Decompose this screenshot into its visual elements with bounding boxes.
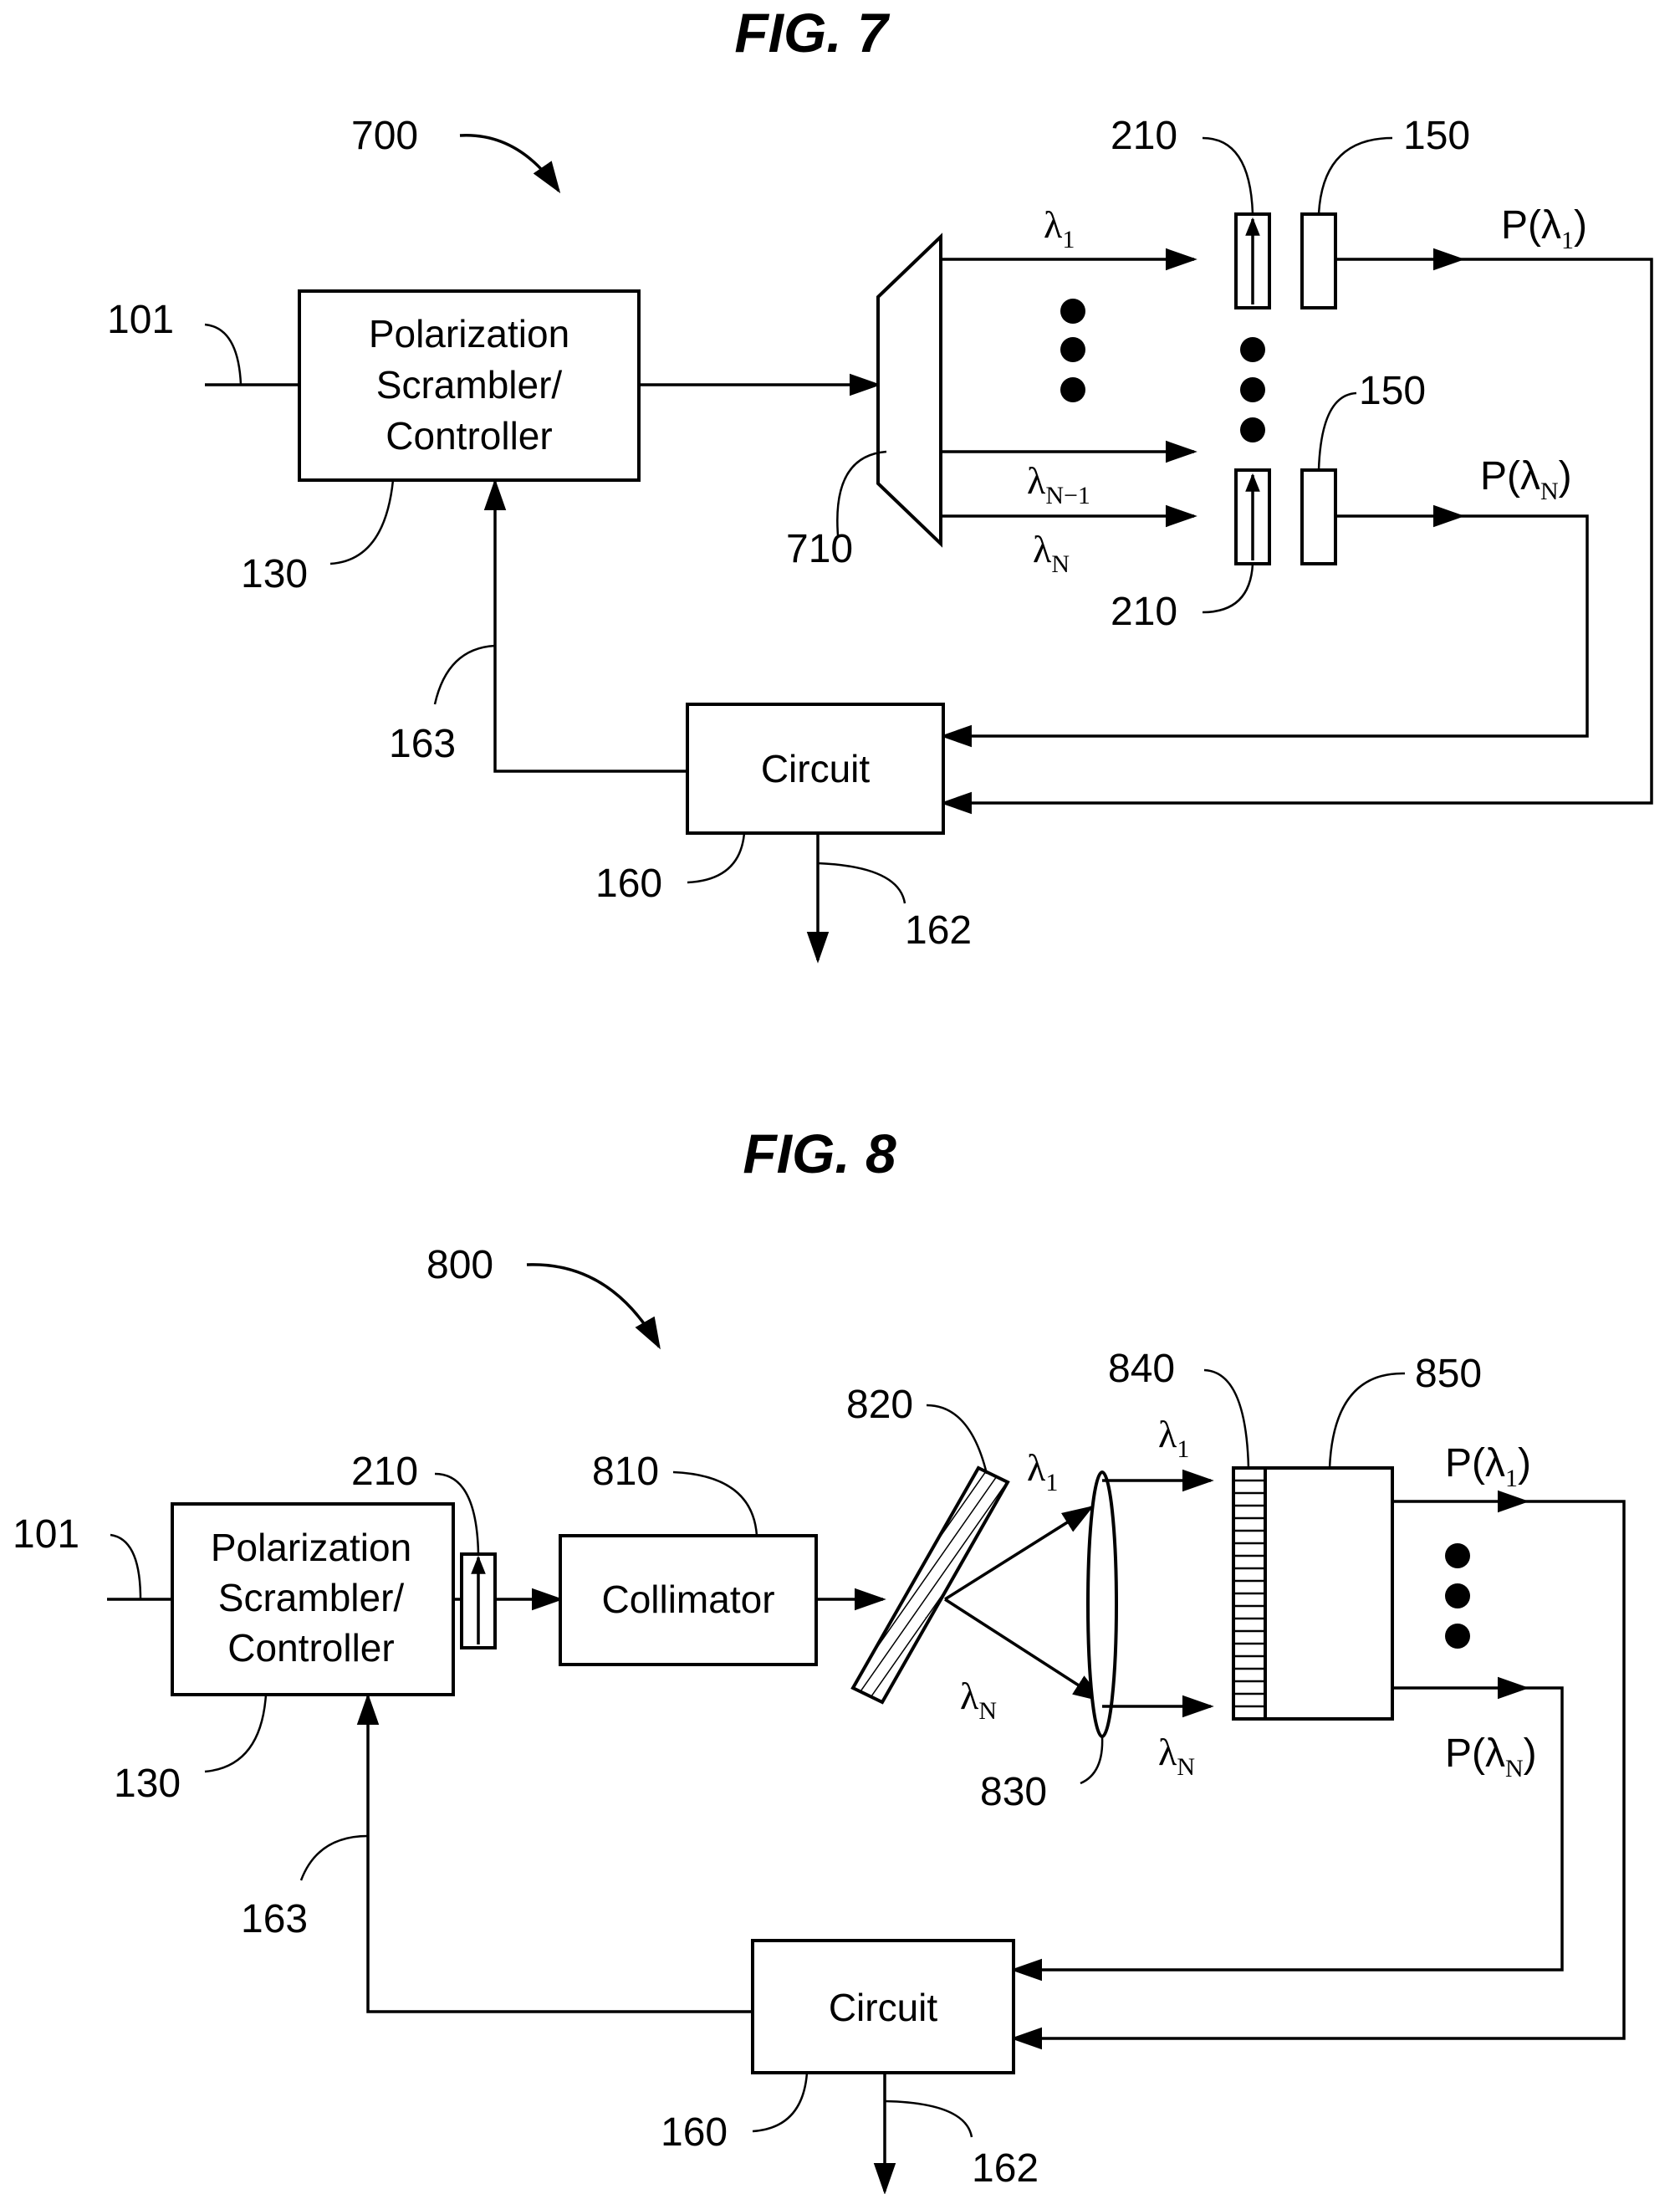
fig7-polarizer-bottom-ref: 210 [1111, 590, 1177, 634]
fig8-detector-ref: 850 [1415, 1352, 1482, 1396]
fig7-input-leader [205, 325, 241, 385]
fig8-input-leader [110, 1535, 140, 1599]
fig8-p1-label: P(λ1) [1445, 1441, 1531, 1492]
fig7-demux-ref: 710 [786, 527, 853, 571]
fig7-detector-bottom-ref: 150 [1359, 369, 1426, 413]
fig8-grating-ref: 820 [846, 1383, 913, 1427]
fig7-detector-top-ref: 150 [1403, 114, 1470, 158]
fig8-collimator-ref: 810 [592, 1450, 659, 1494]
fig7-demux [878, 237, 941, 544]
fig8-circuit-leader [753, 2073, 807, 2131]
fig7-dot-det-1 [1240, 337, 1265, 362]
fig8-grating [853, 1468, 1008, 1702]
fig8-scrambler-line1: Polarization [211, 1526, 411, 1569]
fig8-lambdaNb-label: λN [1158, 1731, 1195, 1781]
fig7-output-ref: 162 [905, 908, 972, 953]
fig8-lens [1088, 1472, 1116, 1736]
fig7-feedback-ref: 163 [389, 722, 456, 766]
fig8-output-ref: 162 [972, 2146, 1039, 2191]
fig8-lens-leader [1080, 1736, 1102, 1783]
fig8-system-ref: 800 [426, 1243, 493, 1287]
figure-7: FIG. 7 700 101 Polarization Scrambler/ C… [107, 2, 1652, 960]
fig8-title: FIG. 8 [743, 1123, 896, 1184]
fig7-circuit-ref: 160 [595, 862, 662, 906]
fig7-dot-beams-2 [1060, 337, 1085, 362]
fig8-dot-1 [1445, 1543, 1470, 1568]
fig8-lambdaN-label: λN [960, 1675, 997, 1725]
fig8-return-pn [1014, 1688, 1562, 1970]
fig7-detector-bottom [1302, 470, 1335, 564]
fig7-input-ref: 101 [107, 298, 174, 342]
fig8-scrambler-line2: Scrambler/ [218, 1576, 405, 1619]
fig8-lambda1-label: λ1 [1027, 1446, 1058, 1496]
fig7-polarizer-bottom-leader [1203, 564, 1253, 612]
fig7-dot-det-2 [1240, 377, 1265, 402]
fig8-feedback-leader [301, 1836, 368, 1880]
fig8-scrambler-line3: Controller [227, 1626, 394, 1670]
fig7-lambda1-label: λ1 [1044, 203, 1075, 253]
fig8-dot-2 [1445, 1583, 1470, 1608]
fig7-scrambler-line2: Scrambler/ [376, 363, 563, 407]
fig7-pn-label: P(λN) [1480, 454, 1572, 505]
fig7-system-ref-arrow [460, 136, 559, 191]
fig8-input-ref: 101 [13, 1512, 79, 1557]
fig8-detector-array [1265, 1468, 1392, 1719]
fig7-p1-label: P(λ1) [1501, 203, 1587, 254]
fig7-system-ref: 700 [351, 114, 418, 158]
fig8-grating-leader [927, 1405, 987, 1474]
fig7-detector-bottom-leader [1319, 393, 1356, 470]
fig8-detector-leader [1330, 1373, 1405, 1468]
fig7-scrambler-leader [330, 480, 393, 564]
fig8-lambda1b-label: λ1 [1158, 1413, 1189, 1463]
fig7-circuit-leader [687, 833, 744, 882]
fig7-scrambler-ref: 130 [241, 552, 308, 596]
fig7-dot-beams-3 [1060, 377, 1085, 402]
fig8-dot-3 [1445, 1624, 1470, 1649]
fig7-polarizer-top-ref: 210 [1111, 114, 1177, 158]
fig8-array-ref: 840 [1108, 1347, 1175, 1391]
fig7-lambdaN1-label: λN−1 [1027, 459, 1090, 509]
fig8-array-leader [1204, 1370, 1249, 1468]
fig7-dot-beams-1 [1060, 299, 1085, 324]
fig8-collimator-label: Collimator [601, 1578, 774, 1621]
fig7-circuit-label: Circuit [761, 747, 871, 790]
fig7-scrambler-line3: Controller [386, 414, 552, 458]
fig7-dot-det-3 [1240, 417, 1265, 442]
fig7-output-leader [818, 863, 905, 903]
fig8-scrambler-ref: 130 [114, 1762, 181, 1806]
fig7-lambdaN-label: λN [1033, 528, 1070, 578]
fig8-scrambler-leader [205, 1695, 266, 1772]
fig8-collimator-leader [673, 1472, 757, 1536]
fig8-feedback-ref: 163 [241, 1897, 308, 1941]
fig7-detector-top-leader [1319, 138, 1392, 214]
fig8-circuit-label: Circuit [829, 1986, 938, 2029]
fig8-feedback-line [368, 1696, 753, 2012]
fig7-polarizer-top-leader [1203, 138, 1253, 214]
fig7-feedback-line [495, 482, 687, 771]
fig8-polarizer-ref: 210 [351, 1450, 418, 1494]
fig7-detector-top [1302, 214, 1335, 308]
fig8-system-ref-arrow [527, 1265, 659, 1347]
fig7-title: FIG. 7 [734, 2, 891, 64]
fig8-lens-ref: 830 [980, 1770, 1047, 1814]
fig7-scrambler-line1: Polarization [369, 312, 569, 355]
fig8-output-leader [885, 2101, 972, 2137]
fig7-feedback-leader [435, 646, 495, 704]
fig8-circuit-ref: 160 [661, 2110, 728, 2155]
fig8-pn-label: P(λN) [1445, 1731, 1537, 1782]
figure-8: FIG. 8 800 101 Polarization Scrambler/ C… [13, 1123, 1624, 2191]
